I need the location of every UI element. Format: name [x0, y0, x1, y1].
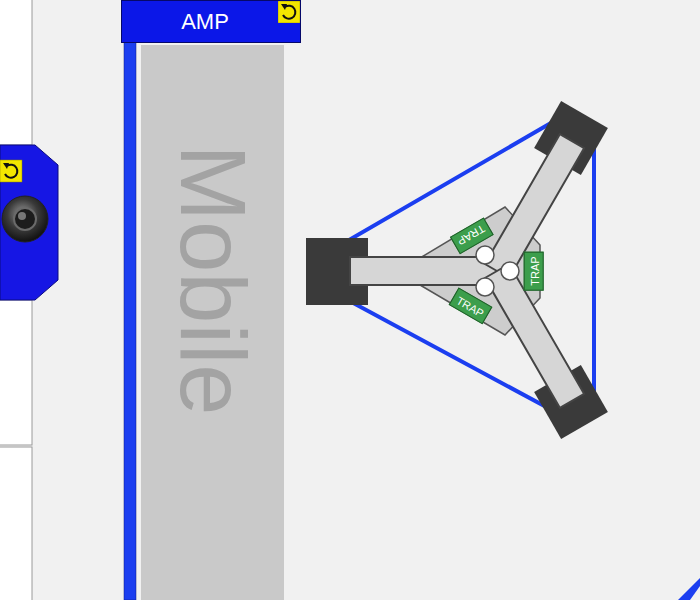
trap-text: TRAP — [456, 223, 487, 247]
speaker-shape — [0, 145, 58, 300]
field-corner — [678, 578, 700, 600]
wall-panel — [0, 0, 32, 145]
mobile-band: Mobile — [141, 45, 284, 600]
chain-post — [501, 262, 519, 280]
wall-panel — [0, 447, 32, 600]
trap-label: TRAP — [450, 218, 494, 255]
speaker-icon — [18, 212, 26, 220]
chain-post — [476, 246, 494, 264]
rotate-icon-bg — [278, 1, 300, 23]
trap-label: TRAP — [449, 288, 493, 325]
stage-arm — [350, 257, 497, 285]
trap-text: TRAP — [530, 256, 541, 285]
alliance-line — [124, 40, 136, 600]
wall-panel — [0, 300, 32, 445]
speaker-icon — [14, 208, 36, 230]
zone-text: Mobile — [167, 144, 259, 415]
rotate-icon — [0, 160, 22, 182]
rotate-icon-head — [281, 4, 287, 10]
rotate-icon — [278, 1, 300, 23]
speaker-icon — [2, 196, 48, 242]
rotate-icon-bg — [0, 160, 22, 182]
trap-text: TRAP — [455, 295, 486, 319]
amp-text: AMP — [181, 9, 229, 35]
trap-label: TRAP — [524, 251, 544, 290]
stage-outline — [318, 116, 594, 416]
rotate-icon-head — [3, 163, 9, 169]
chain-post — [476, 278, 494, 296]
amp-box: AMP — [121, 0, 301, 43]
